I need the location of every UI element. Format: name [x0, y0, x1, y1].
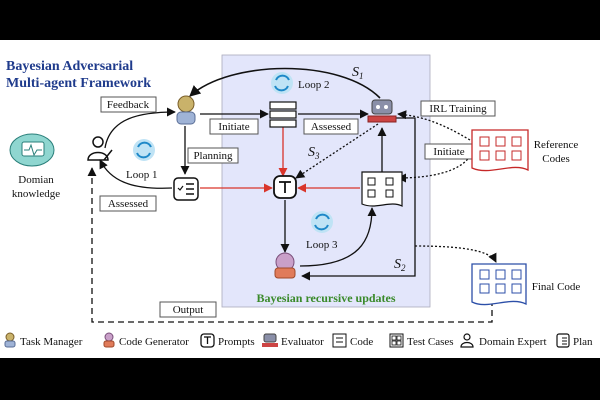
label-box-irl [420, 100, 496, 117]
legend-code-generator: Code Generator [119, 336, 189, 348]
edge-final [414, 245, 497, 263]
legend-domain-expert: Domain Expert [479, 336, 547, 348]
legend-code: Code [350, 336, 373, 348]
edge-feedback [104, 107, 176, 149]
symbol-s1: S1 [352, 65, 364, 81]
edge-output [87, 167, 493, 323]
domain-label-1: Domian [18, 174, 54, 186]
loop-icon [133, 139, 155, 161]
code-icon [332, 333, 347, 348]
domain-label-2: knowledge [12, 188, 60, 200]
legend-plan: Plan [573, 336, 593, 348]
domain-expert-icon [460, 333, 474, 348]
final-code-icon [471, 263, 527, 306]
evaluator-icon [367, 99, 397, 123]
final-code-label: Final Code [532, 281, 581, 293]
legend-task-manager: Task Manager [20, 336, 83, 348]
loop2-label: Loop 2 [298, 79, 329, 91]
code-generator-icon [103, 332, 115, 348]
loop-icon [311, 211, 333, 233]
label-assessed-top: Assessed [311, 121, 352, 133]
label-planning: Planning [193, 150, 233, 162]
legend-test-cases: Test Cases [407, 336, 454, 348]
label-box-output [159, 301, 217, 318]
label-box-assessed-top [303, 118, 359, 135]
prompts-icon [200, 333, 215, 348]
reference-label-2: Codes [542, 153, 570, 165]
edge-assessed-left [99, 159, 173, 189]
plan-icon [556, 333, 570, 348]
plan-icon [173, 177, 199, 201]
symbol-s3: S3 [308, 145, 320, 161]
label-box-feedback [100, 96, 157, 113]
prompts-icon [273, 175, 297, 199]
label-assessed-left: Assessed [108, 198, 149, 210]
task-manager-icon [4, 332, 16, 348]
loop1-label: Loop 1 [126, 169, 157, 181]
label-box-initiate-top [209, 118, 259, 135]
label-irl: IRL Training [429, 103, 487, 115]
legend-evaluator: Evaluator [281, 336, 324, 348]
domain-knowledge-icon [9, 133, 55, 167]
loop-icon [271, 72, 293, 94]
label-box-planning [187, 147, 239, 164]
edge-initiate-right [397, 155, 471, 183]
edge-generator-tests [299, 207, 377, 267]
label-output: Output [173, 304, 204, 316]
legend-strip [0, 329, 600, 353]
edge-s1 [189, 67, 381, 99]
legend: Task Manager Code Generator Prompts Eval… [4, 332, 593, 348]
title-line1: Bayesian Adversarial [6, 59, 133, 74]
test-cases-icon [361, 171, 403, 207]
symbol-s2: S2 [394, 257, 406, 273]
title-line2: Multi-agent Framework [6, 76, 151, 91]
edge-s3 [295, 123, 379, 179]
label-initiate-top: Initiate [218, 121, 249, 133]
reference-codes-icon [471, 129, 529, 172]
label-box-assessed-left [99, 195, 157, 212]
code-generator-icon [274, 252, 296, 279]
label-initiate-right: Initiate [433, 146, 464, 158]
evaluator-icon [262, 333, 278, 347]
region-label: Bayesian recursive updates [256, 291, 395, 305]
code-stack-icon [269, 101, 297, 128]
task-manager-icon [176, 95, 196, 125]
loop3-label: Loop 3 [306, 239, 338, 251]
test-cases-icon [389, 333, 404, 348]
reference-label-1: Reference [534, 139, 579, 151]
edge-irl [397, 110, 471, 141]
legend-prompts: Prompts [218, 336, 255, 348]
label-feedback: Feedback [107, 99, 150, 111]
domain-expert-icon [87, 136, 113, 161]
